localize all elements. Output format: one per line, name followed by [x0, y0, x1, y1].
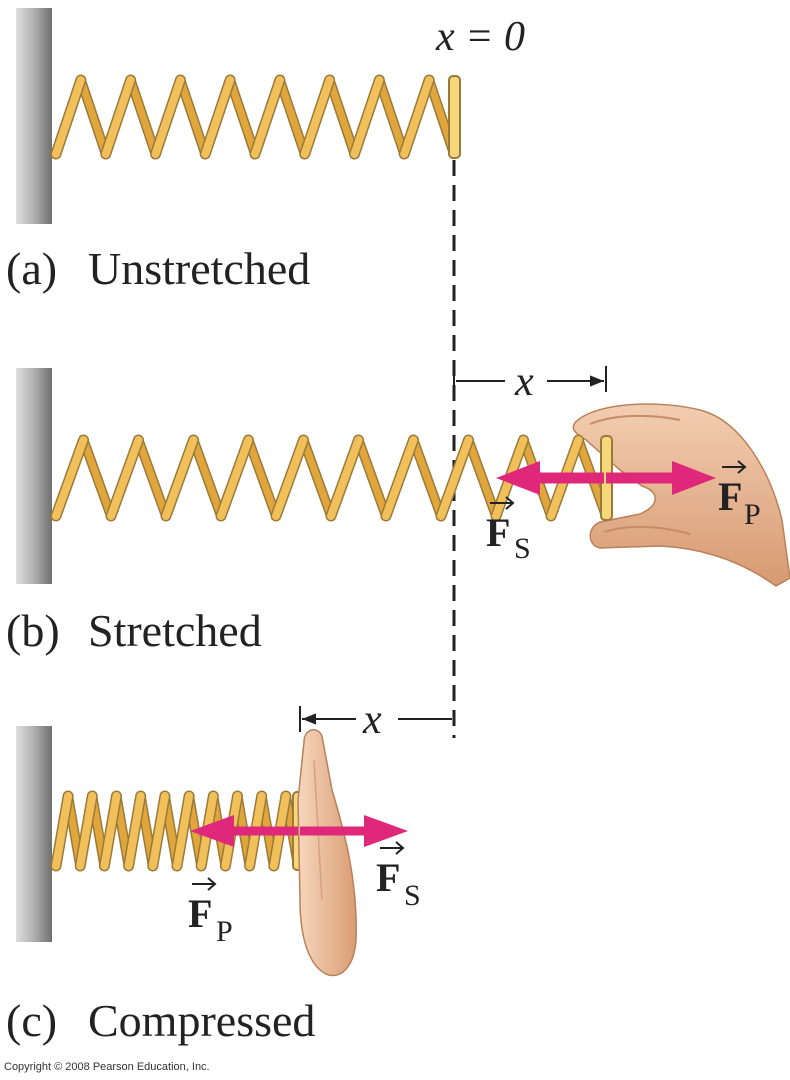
x-equals-zero-label: x = 0	[435, 14, 525, 60]
vector-symbol: F	[486, 510, 510, 555]
pull-force-arrow	[606, 461, 716, 495]
spring-end-plate	[448, 75, 461, 159]
displacement-label: x	[514, 359, 534, 405]
panel-letter: (b)	[6, 605, 60, 656]
spring-force-arrow	[496, 461, 604, 495]
panel-caption: Compressed	[88, 995, 315, 1046]
hand-pushing	[297, 729, 357, 977]
vector-symbol: F	[376, 855, 400, 900]
vector-subscript: S	[514, 532, 531, 565]
vector-label-fp: F P	[188, 877, 233, 948]
wall	[16, 8, 52, 224]
hand-pulling	[572, 403, 790, 587]
equilibrium-label: x = 0	[435, 14, 525, 60]
displacement-dimension: x	[453, 359, 607, 405]
spring	[50, 74, 461, 160]
panel-caption: Unstretched	[88, 243, 310, 294]
panel-b: x F P F S (b) Stretched	[6, 359, 790, 656]
vector-subscript: S	[404, 879, 421, 912]
vector-subscript: P	[216, 915, 233, 948]
panel-caption: Stretched	[88, 605, 262, 656]
panel-a: x = 0 (a) Unstretched	[6, 8, 525, 294]
vector-label-fs: F S	[486, 496, 531, 565]
panel-letter: (a)	[6, 243, 57, 294]
wall	[16, 368, 52, 584]
vector-symbol: F	[718, 474, 742, 519]
vector-subscript: P	[744, 498, 761, 531]
wall	[16, 726, 52, 942]
displacement-label: x	[362, 697, 382, 743]
copyright-notice: Copyright © 2008 Pearson Education, Inc.	[4, 1061, 210, 1073]
vector-label-fs: F S	[376, 841, 421, 912]
spring-force-arrow	[300, 815, 408, 847]
panel-c: x F S F P (c) Compressed	[6, 697, 452, 1046]
pull-force-arrow	[190, 815, 298, 847]
displacement-dimension: x	[299, 697, 452, 743]
panel-letter: (c)	[6, 995, 57, 1046]
vector-symbol: F	[188, 891, 212, 936]
vector-label-fp: F P	[718, 460, 761, 531]
